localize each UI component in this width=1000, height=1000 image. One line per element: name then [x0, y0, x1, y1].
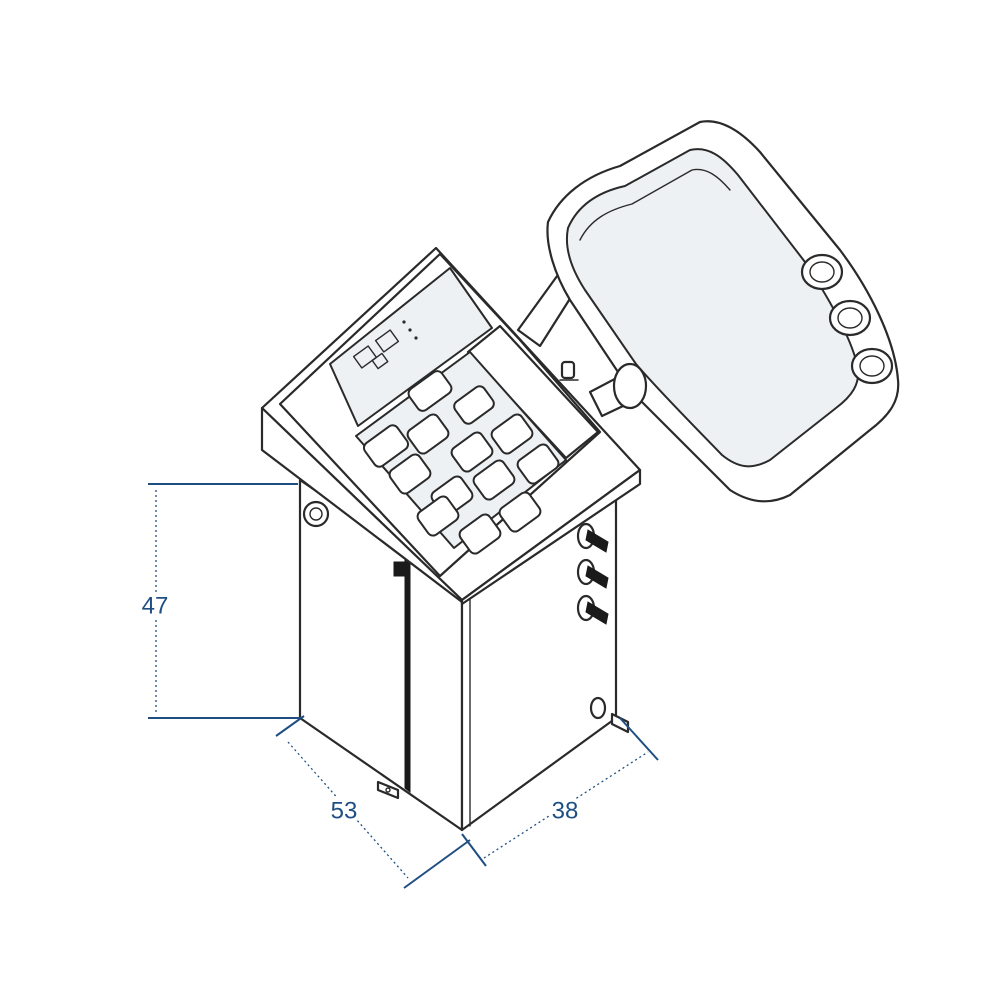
weight-peg — [576, 594, 609, 625]
control-console — [260, 246, 642, 606]
dimension-width-label: 38 — [552, 797, 579, 824]
keypad-keys — [362, 370, 560, 555]
display-panel — [329, 267, 493, 427]
hood-boss-group — [800, 253, 894, 385]
weight-peg — [576, 522, 609, 553]
dimension-height-label: 47 — [142, 592, 169, 619]
weight-peg-group — [576, 522, 609, 625]
dimension-annotations: 47 53 38 — [138, 483, 659, 889]
wheel-guard-hood — [516, 120, 900, 503]
dimension-depth-label: 53 — [331, 797, 358, 824]
weight-peg — [576, 558, 609, 589]
